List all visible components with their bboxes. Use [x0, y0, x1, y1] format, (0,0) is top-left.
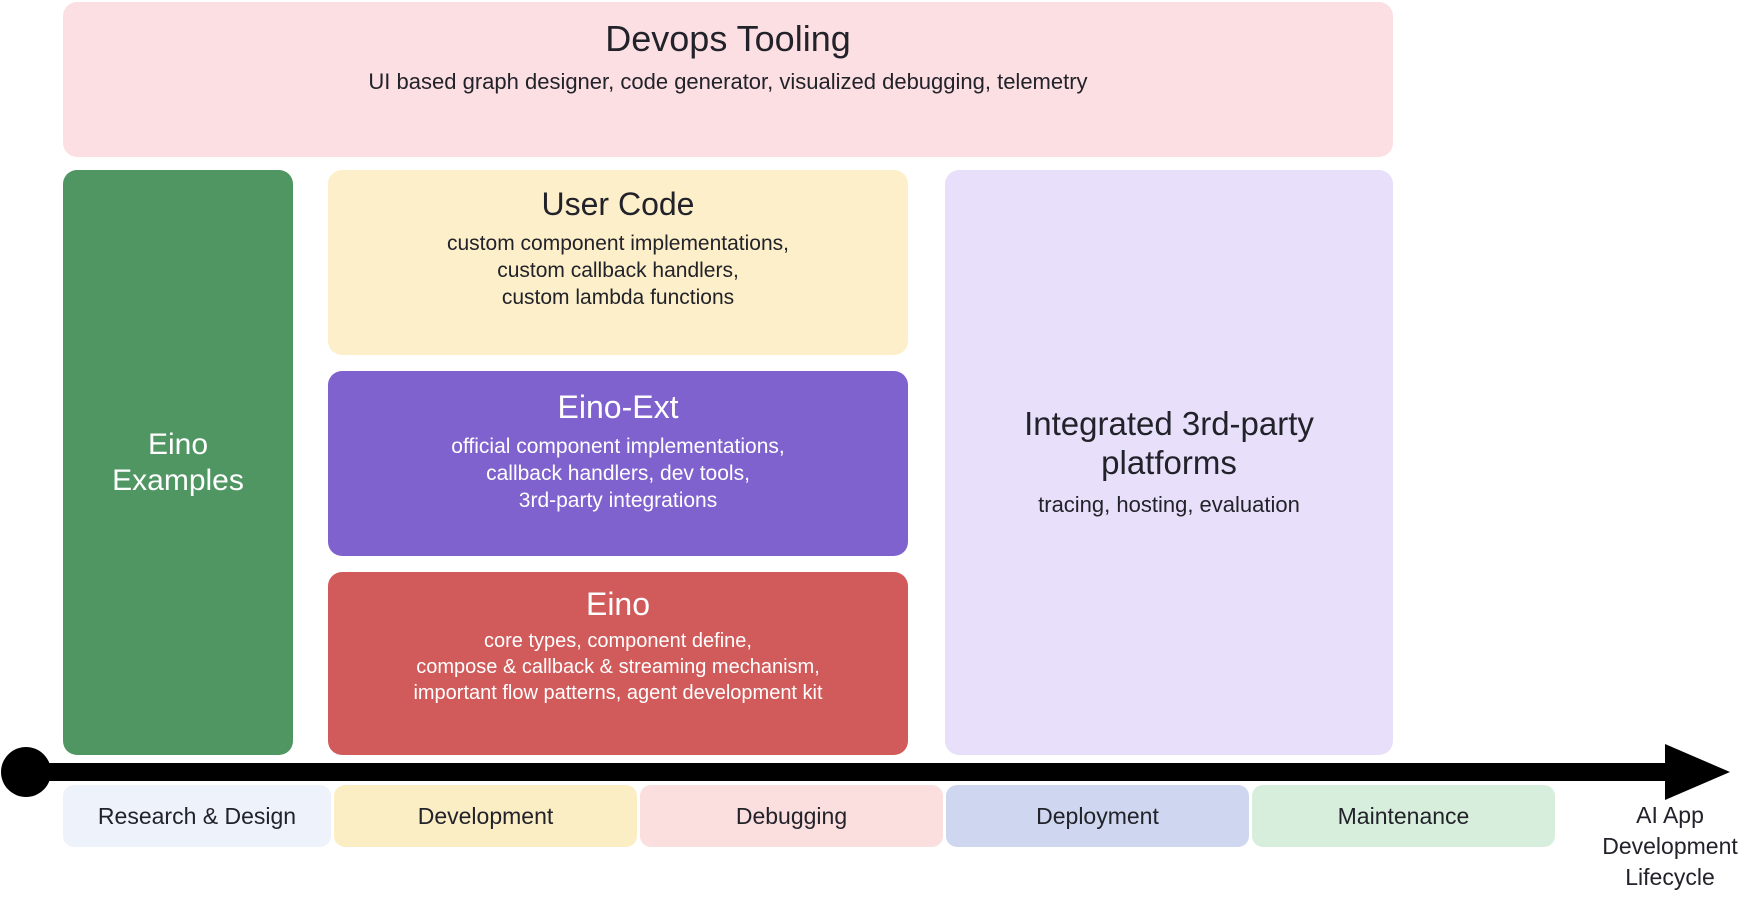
lifecycle-stage-label: Deployment: [1036, 802, 1159, 829]
lifecycle-stage-pill[interactable]: Debugging: [640, 785, 943, 847]
devops-tooling-subtitle: UI based graph designer, code generator,…: [368, 69, 1088, 95]
lifecycle-stage-pill[interactable]: Deployment: [946, 785, 1249, 847]
arrow-shaft: [20, 763, 1682, 781]
lifecycle-stage-pill[interactable]: Maintenance: [1252, 785, 1555, 847]
lifecycle-caption: AI App Development Lifecycle: [1602, 802, 1738, 891]
user-code-card: User Code custom component implementatio…: [328, 170, 908, 355]
eino-examples-card: Eino Examples: [63, 170, 293, 755]
third-party-platforms-subtitle: tracing, hosting, evaluation: [1038, 492, 1300, 518]
lifecycle-stage-list: Research & Design Development Debugging Dep…: [63, 785, 1555, 847]
eino-subtitle: core types, component define, compose & …: [413, 629, 823, 704]
lifecycle-stage-label: Research & Design: [97, 802, 297, 829]
third-party-platforms-title: Integrated 3rd-party platforms: [1024, 405, 1314, 482]
lifecycle-stage-pill[interactable]: Development: [334, 785, 637, 847]
devops-tooling-title: Devops Tooling: [605, 18, 851, 59]
lifecycle-stage-label: Maintenance: [1337, 802, 1470, 829]
eino-ext-subtitle: official component implementations, call…: [451, 434, 785, 513]
eino-ext-title: Eino-Ext: [557, 389, 679, 425]
user-code-title: User Code: [541, 186, 695, 222]
eino-examples-title: Eino Examples: [112, 428, 244, 497]
arrow-head-icon: [1665, 744, 1730, 800]
lifecycle-stage-label: Development: [417, 802, 554, 829]
third-party-platforms-card: Integrated 3rd-party platforms tracing, …: [945, 170, 1393, 755]
lifecycle-stage-pill[interactable]: Research & Design: [63, 785, 331, 847]
arrow-start-dot-icon: [1, 747, 51, 797]
eino-title: Eino: [585, 586, 651, 622]
eino-ext-card: Eino-Ext official component implementati…: [328, 371, 908, 556]
lifecycle-stage-label: Debugging: [735, 802, 848, 829]
devops-tooling-card: Devops Tooling UI based graph designer, …: [63, 2, 1393, 157]
eino-card: Eino core types, component define, compo…: [328, 572, 908, 755]
user-code-subtitle: custom component implementations, custom…: [447, 231, 789, 310]
